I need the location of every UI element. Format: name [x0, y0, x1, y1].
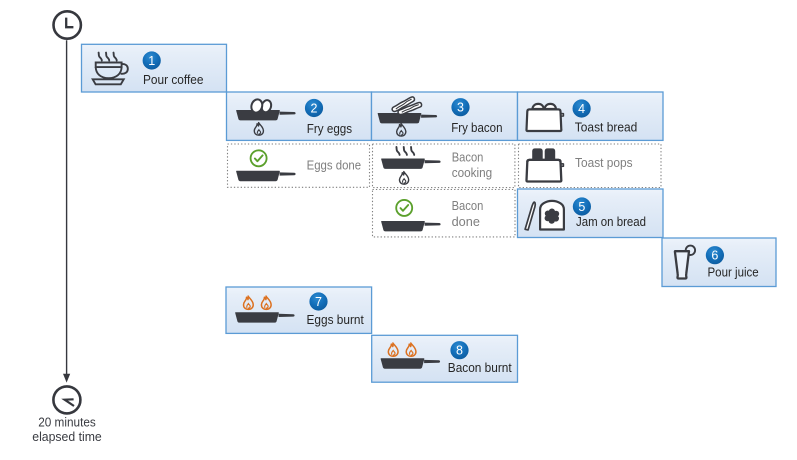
- svg-text:done: done: [452, 214, 480, 229]
- svg-text:7: 7: [315, 295, 322, 309]
- svg-text:Eggs done: Eggs done: [307, 157, 362, 172]
- svg-text:Jam on bread: Jam on bread: [576, 214, 646, 229]
- svg-text:Bacon: Bacon: [452, 149, 484, 164]
- svg-text:Fry bacon: Fry bacon: [451, 120, 502, 135]
- svg-text:Toast pops: Toast pops: [575, 155, 633, 170]
- svg-text:Toast bread: Toast bread: [575, 120, 638, 135]
- svg-text:Eggs burnt: Eggs burnt: [307, 312, 365, 327]
- svg-text:4: 4: [578, 102, 585, 116]
- svg-text:8: 8: [456, 344, 463, 358]
- svg-text:Fry eggs: Fry eggs: [307, 121, 353, 136]
- svg-text:5: 5: [578, 200, 585, 214]
- svg-text:1: 1: [148, 54, 155, 68]
- svg-text:cooking: cooking: [452, 165, 493, 180]
- svg-text:2: 2: [311, 102, 318, 116]
- svg-text:3: 3: [457, 101, 464, 115]
- svg-text:Pour coffee: Pour coffee: [143, 72, 204, 87]
- svg-text:elapsed time: elapsed time: [32, 429, 102, 444]
- svg-text:Pour juice: Pour juice: [708, 265, 759, 280]
- svg-text:Bacon burnt: Bacon burnt: [448, 360, 512, 375]
- svg-text:20 minutes: 20 minutes: [38, 415, 96, 430]
- svg-text:6: 6: [711, 249, 718, 263]
- svg-text:Bacon: Bacon: [452, 198, 484, 213]
